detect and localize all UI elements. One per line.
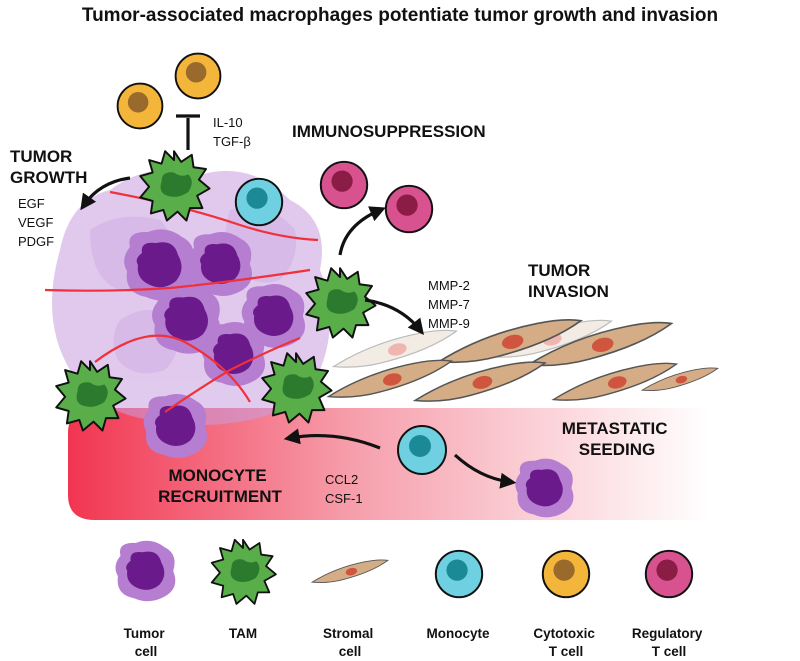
svg-text:TAM: TAM bbox=[229, 626, 257, 641]
arrows bbox=[80, 176, 517, 489]
tam-cell bbox=[305, 267, 377, 339]
legend-label: Regulatory bbox=[632, 626, 703, 641]
legend-label: cell bbox=[135, 644, 158, 659]
tumor-cell-icon bbox=[115, 540, 176, 602]
legend-label: Tumor bbox=[124, 626, 166, 641]
regulatory-t-cell bbox=[319, 160, 369, 210]
cytotoxic-t-cell-icon bbox=[541, 549, 591, 599]
legend: Tumor cell TAM Stromal cell Monocyte bbox=[115, 538, 706, 659]
growth-factors: EGF VEGF PDGF bbox=[18, 196, 57, 249]
immunosuppressive-factors: IL-10 TGF-β bbox=[213, 115, 251, 149]
legend-item-regulatory-t-cell: Regulatory T cell bbox=[632, 549, 706, 659]
tumor-cell bbox=[143, 393, 208, 458]
svg-text:Cytotoxic T cell: Cytotoxic T cell bbox=[533, 626, 598, 659]
legend-item-tam: TAM bbox=[210, 538, 277, 641]
immunosuppression-heading: IMMUNOSUPPRESSION bbox=[292, 122, 486, 141]
svg-text:Regulatory T cell: Regulatory T cell bbox=[632, 626, 706, 659]
seeding-arrow bbox=[453, 453, 517, 489]
legend-label: Monocyte bbox=[426, 626, 489, 641]
svg-text:Monocyte: Monocyte bbox=[426, 626, 489, 641]
inhibition-symbol bbox=[176, 114, 200, 150]
legend-item-tumor-cell: Tumor cell bbox=[115, 540, 176, 659]
legend-label: Cytotoxic bbox=[533, 626, 595, 641]
monocyte-recruitment-heading: MONOCYTE RECRUITMENT bbox=[158, 466, 282, 506]
cytotoxic-t-cell bbox=[116, 82, 164, 130]
regulatory-t-cell bbox=[384, 184, 434, 234]
invasion-arrow bbox=[364, 298, 424, 335]
seeding-tumor-cell bbox=[515, 458, 574, 518]
legend-label: T cell bbox=[652, 644, 687, 659]
monocyte-cell bbox=[234, 177, 284, 227]
tumor-cell bbox=[201, 321, 266, 386]
recruitment-factors: CCL2 CSF-1 bbox=[325, 472, 363, 506]
legend-label: Stromal bbox=[323, 626, 373, 641]
legend-label: T cell bbox=[549, 644, 584, 659]
immunosuppression-arrow bbox=[338, 206, 386, 256]
cytotoxic-t-cell bbox=[174, 52, 222, 100]
legend-item-cytotoxic-t-cell: Cytotoxic T cell bbox=[533, 549, 598, 659]
svg-text:Tumor cell: Tumor cell bbox=[124, 626, 169, 659]
svg-text:Stromal cell: Stromal cell bbox=[323, 626, 377, 659]
monocyte-icon bbox=[434, 549, 484, 599]
stromal-cell-icon bbox=[311, 559, 389, 584]
tumor-growth-heading: TUMOR GROWTH bbox=[10, 147, 87, 187]
legend-label: TAM bbox=[229, 626, 257, 641]
diagram-title: Tumor-associated macrophages potentiate … bbox=[82, 5, 718, 26]
legend-item-monocyte: Monocyte bbox=[426, 549, 490, 641]
metastatic-seeding-heading: METASTATIC SEEDING bbox=[562, 419, 673, 459]
monocyte-cell bbox=[397, 425, 447, 475]
stromal-cells bbox=[327, 318, 719, 402]
recruitment-arrow bbox=[283, 428, 381, 450]
tumor-invasion-heading: TUMOR INVASION bbox=[528, 261, 609, 301]
legend-label: cell bbox=[339, 644, 362, 659]
tam-icon bbox=[210, 538, 277, 605]
regulatory-t-cell-icon bbox=[644, 549, 694, 599]
growth-arrow bbox=[80, 176, 131, 211]
legend-item-stromal-cell: Stromal cell bbox=[311, 559, 389, 659]
invasion-factors: MMP-2 MMP-7 MMP-9 bbox=[428, 278, 474, 331]
